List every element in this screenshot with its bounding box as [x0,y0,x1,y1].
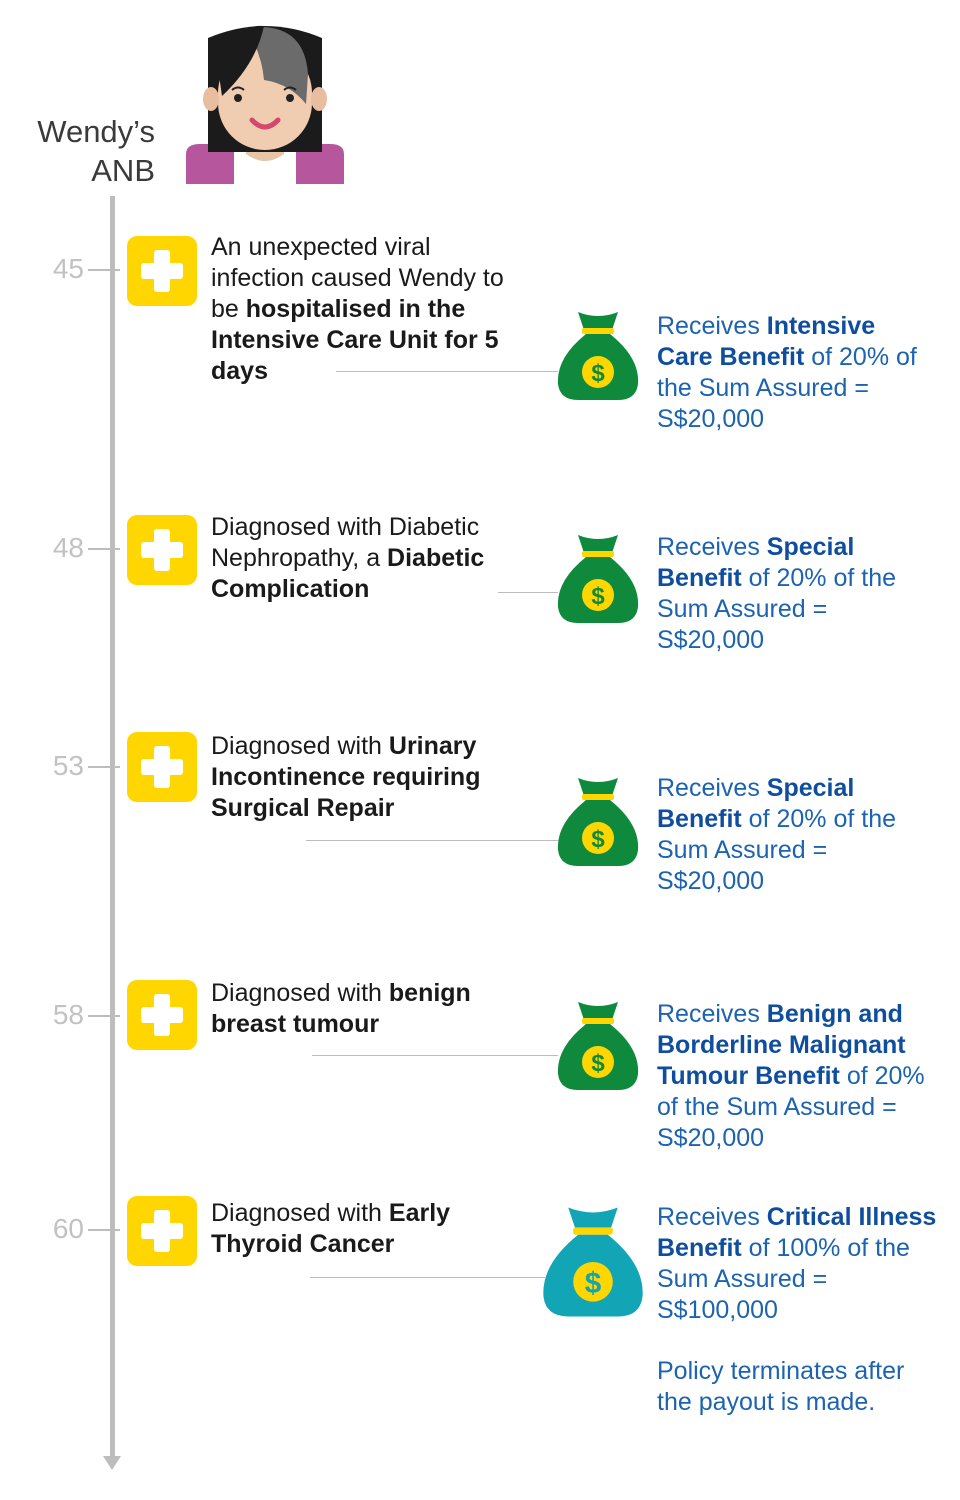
age-label: 58 [52,999,84,1030]
medical-cross-icon [127,236,197,306]
cross-shape [141,1210,183,1252]
svg-text:$: $ [591,826,605,853]
policy-note: Policy terminates after the payout is ma… [657,1357,905,1416]
benefit-text: Receives [657,1000,767,1028]
event-description-text: Diagnosed with [211,979,389,1007]
cross-shape [141,994,183,1036]
axis-tick [88,269,120,271]
connector-line [310,1277,545,1278]
connector-line [336,371,558,372]
axis-tick [88,1229,120,1231]
connector-line [306,840,558,841]
age-label: 53 [52,750,84,781]
svg-text:$: $ [591,1050,605,1077]
age-label: 60 [52,1213,84,1244]
anb-label-line2: ANB [91,153,155,188]
event-description-text: Diagnosed with [211,732,389,760]
svg-text:$: $ [585,1267,602,1300]
event-description-bold: Early Thyroid Cancer [211,1199,451,1258]
benefit-amount-text: of 20% of the Sum Assured = S$20,000 [657,343,917,433]
event-description: Diagnosed with Diabetic Nephropathy, a D… [211,512,521,605]
event-description-bold: Urinary Incontinence requiring Surgical … [211,732,481,822]
axis-tick [88,548,120,550]
svg-text:$: $ [591,583,605,610]
money-bag-icon: $ [543,1207,643,1317]
connector-line [312,1055,558,1056]
money-bag-icon: $ [557,312,639,400]
medical-cross-icon [127,980,197,1050]
event-description-bold: benign breast tumour [211,979,471,1038]
benefit-amount-text: of 20% of the Sum Assured = S$20,000 [657,564,897,654]
anb-label: Wendy’s ANB [37,112,155,190]
benefit-name: Critical Illness Benefit [657,1203,937,1262]
timeline-axis [110,196,115,1462]
event-description-text: An unexpected viral infection caused Wen… [211,233,504,323]
event-description: Diagnosed with Early Thyroid Cancer [211,1198,521,1260]
anb-label-line1: Wendy’s [37,114,155,149]
axis-tick [88,1015,120,1017]
benefit-name: Special Benefit [657,774,855,833]
cross-shape [141,746,183,788]
medical-cross-icon [127,732,197,802]
event-description-bold: hospitalised in the Intensive Care Unit … [211,295,499,385]
money-bag-icon: $ [557,778,639,866]
benefit-name: Special Benefit [657,533,855,592]
event-description-text: Diagnosed with [211,1199,389,1227]
benefit-description: Receives Special Benefit of 20% of the S… [657,532,937,656]
age-label: 48 [52,532,84,563]
woman-avatar-icon [186,25,344,184]
event-description-text: Diagnosed with Diabetic Nephropathy, a [211,513,480,572]
money-bag-icon: $ [557,1002,639,1090]
benefit-text: Receives [657,312,767,340]
timeline-arrow-icon [103,1456,121,1470]
axis-tick [88,766,120,768]
money-bag-icon: $ [557,535,639,623]
benefit-text: Receives [657,1203,767,1231]
benefit-description: Receives Special Benefit of 20% of the S… [657,773,937,897]
benefit-text: Receives [657,774,767,802]
event-description: Diagnosed with Urinary Incontinence requ… [211,731,521,824]
benefit-amount-text: of 20% of the Sum Assured = S$20,000 [657,1062,925,1152]
event-description: Diagnosed with benign breast tumour [211,978,521,1040]
event-description: An unexpected viral infection caused Wen… [211,232,521,387]
medical-cross-icon [127,1196,197,1266]
age-label: 45 [52,253,84,284]
benefit-description: Receives Benign and Borderline Malignant… [657,999,937,1154]
benefit-description: Receives Critical Illness Benefit of 100… [657,1202,937,1326]
benefit-amount-text: of 100% of the Sum Assured = S$100,000 [657,1234,910,1324]
connector-line [498,592,558,593]
medical-cross-icon [127,515,197,585]
cross-shape [141,250,183,292]
benefit-text: Receives [657,533,767,561]
benefit-amount-text: of 20% of the Sum Assured = S$20,000 [657,805,897,895]
benefit-description: Receives Intensive Care Benefit of 20% o… [657,311,937,435]
svg-text:$: $ [591,360,605,387]
cross-shape [141,529,183,571]
benefit-name: Intensive Care Benefit [657,312,876,371]
benefit-name: Benign and Borderline Malignant Tumour B… [657,1000,906,1090]
event-description-bold: Diabetic Complication [211,544,485,603]
